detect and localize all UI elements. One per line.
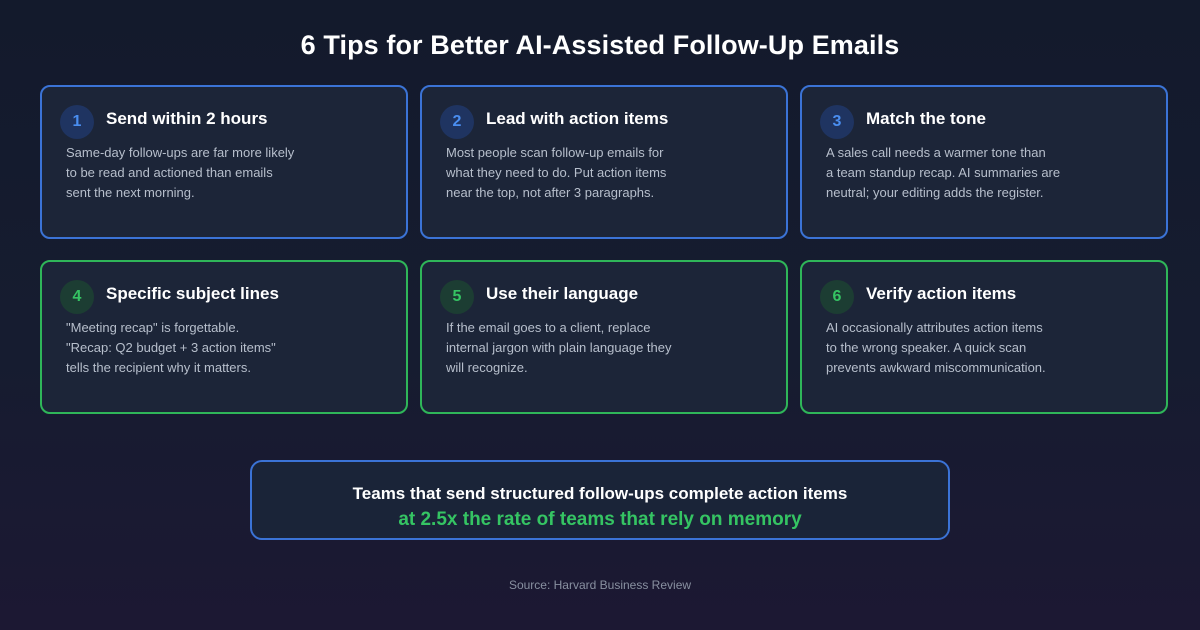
stat-statement: Teams that send structured follow-ups co… [352, 484, 848, 503]
tip-description-line: AI occasionally attributes action items [826, 320, 1043, 335]
page-title: 6 Tips for Better AI-Assisted Follow-Up … [300, 30, 900, 60]
tip-number-badge: 6 [820, 280, 854, 314]
tip-card-1: 1 Send within 2 hours Same-day follow-up… [40, 85, 408, 239]
tip-description-line: neutral; your editing adds the register. [826, 185, 1044, 200]
tip-number-badge: 2 [440, 105, 474, 139]
tip-number-badge: 1 [60, 105, 94, 139]
tip-number-badge: 5 [440, 280, 474, 314]
tip-description-line: Same-day follow-ups are far more likely [66, 145, 295, 160]
tip-card-5: 5 Use their language If the email goes t… [420, 260, 788, 414]
tip-card-6: 6 Verify action items AI occasionally at… [800, 260, 1168, 414]
stat-highlight: at 2.5x the rate of teams that rely on m… [398, 509, 802, 530]
tip-description-line: what they need to do. Put action items [446, 165, 667, 180]
tip-title: Specific subject lines [106, 284, 279, 303]
source-citation: Source: Harvard Business Review [508, 578, 692, 592]
stat-callout: Teams that send structured follow-ups co… [250, 460, 950, 540]
tip-number-badge: 3 [820, 105, 854, 139]
tip-title: Verify action items [866, 284, 1017, 303]
tip-description-line: a team standup recap. AI summaries are [826, 165, 1061, 180]
tip-description: Most people scan follow-up emails for wh… [446, 143, 766, 203]
tip-card-2: 2 Lead with action items Most people sca… [420, 85, 788, 239]
tip-description-line: "Recap: Q2 budget + 3 action items" [66, 340, 276, 355]
tip-description-line: Most people scan follow-up emails for [446, 145, 664, 160]
tip-description-line: tells the recipient why it matters. [66, 360, 251, 375]
tip-title: Lead with action items [486, 109, 669, 128]
tip-description-line: sent the next morning. [66, 185, 195, 200]
tip-card-3: 3 Match the tone A sales call needs a wa… [800, 85, 1168, 239]
tip-title: Send within 2 hours [106, 109, 268, 128]
tip-description-line: internal jargon with plain language they [446, 340, 672, 355]
tip-number-badge: 4 [60, 280, 94, 314]
tip-description-line: A sales call needs a warmer tone than [826, 145, 1046, 160]
tip-card-4: 4 Specific subject lines "Meeting recap"… [40, 260, 408, 414]
tip-description: "Meeting recap" is forgettable. "Recap: … [66, 318, 386, 378]
tip-description: AI occasionally attributes action items … [826, 318, 1146, 378]
tip-description-line: will recognize. [446, 360, 528, 375]
tip-description-line: If the email goes to a client, replace [446, 320, 651, 335]
tip-description-line: "Meeting recap" is forgettable. [66, 320, 240, 335]
tip-description: If the email goes to a client, replace i… [446, 318, 766, 378]
tip-description: A sales call needs a warmer tone than a … [826, 143, 1146, 203]
tip-title: Use their language [486, 284, 639, 303]
tip-title: Match the tone [866, 109, 986, 128]
tip-description-line: prevents awkward miscommunication. [826, 360, 1046, 375]
tip-description: Same-day follow-ups are far more likely … [66, 143, 386, 203]
tip-description-line: to the wrong speaker. A quick scan [826, 340, 1027, 355]
tip-description-line: to be read and actioned than emails [66, 165, 273, 180]
tip-description-line: near the top, not after 3 paragraphs. [446, 185, 655, 200]
